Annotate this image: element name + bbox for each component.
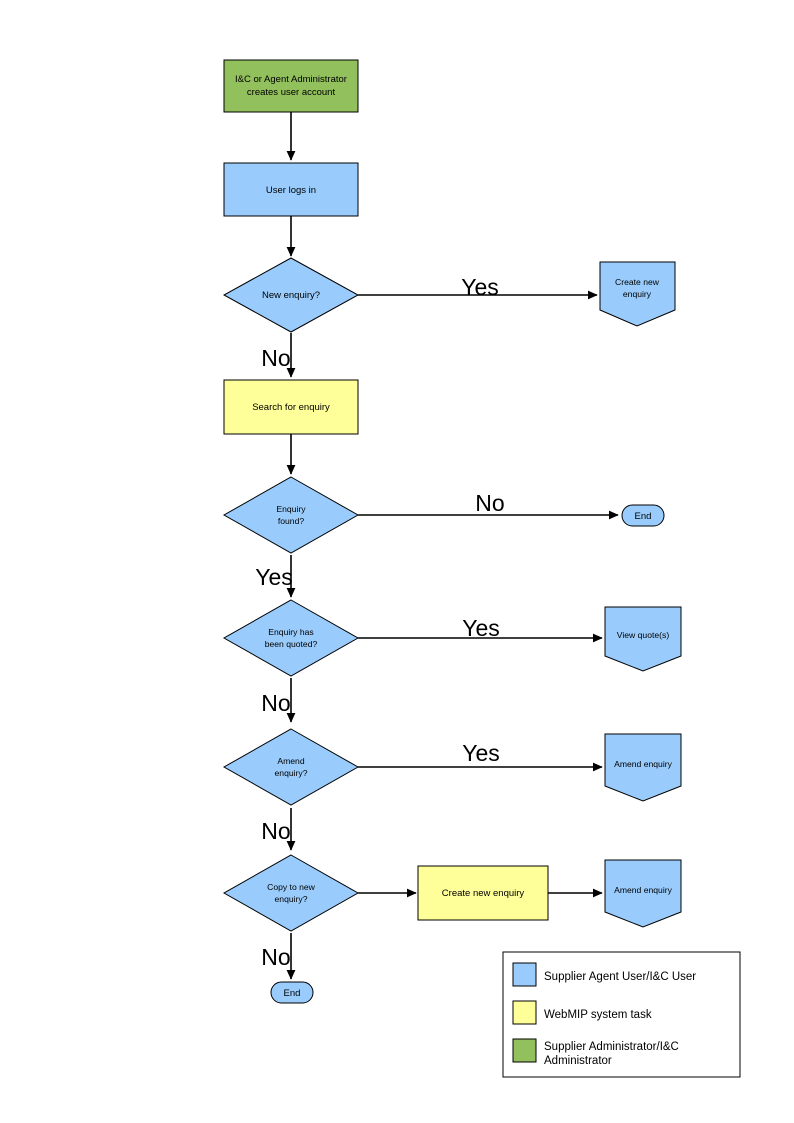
branch-label-quoted-no: No xyxy=(261,690,290,716)
legend-swatch-user-blue xyxy=(512,962,537,987)
view-quotes-pentagon[interactable] xyxy=(604,606,682,672)
node-amend-enquiry-doc2[interactable]: Amend enquiry xyxy=(604,859,682,928)
branch-labels: Yes No No Yes Yes No Yes No No xyxy=(255,274,504,970)
node-search-for-enquiry[interactable]: Search for enquiry xyxy=(223,379,359,435)
amend-enquiry-pentagon[interactable] xyxy=(604,733,682,802)
create-account-box[interactable] xyxy=(223,59,359,113)
legend-item-webmip-system-task: WebMIP system task xyxy=(512,1000,652,1025)
enquiry-quoted-label-line2: been quoted? xyxy=(265,639,318,649)
branch-label-quoted-yes: Yes xyxy=(462,615,500,641)
create-account-label-line2: creates user account xyxy=(247,87,336,98)
create-new-enquiry-task-label: Create new enquiry xyxy=(442,888,525,899)
legend-label-admin-green-line2: Administrator xyxy=(544,1055,612,1067)
legend-swatch-system-yellow xyxy=(512,1000,537,1025)
node-create-new-enquiry-doc[interactable]: Create new enquiry xyxy=(599,261,676,327)
legend: Supplier Agent User/I&C User WebMIP syst… xyxy=(502,951,741,1078)
connectors xyxy=(286,112,619,980)
amend-enquiry-doc-label: Amend enquiry xyxy=(614,759,673,769)
legend-label-admin-green-line1: Supplier Administrator/I&C xyxy=(544,1041,679,1053)
amend-enquiry-label-line1: Amend xyxy=(277,756,304,766)
new-enquiry-label: New enquiry? xyxy=(262,290,320,301)
branch-label-found-yes: Yes xyxy=(255,564,293,590)
end-not-found-terminator[interactable] xyxy=(621,504,665,527)
user-logs-in-label: User logs in xyxy=(266,185,316,196)
node-enquiry-found-question[interactable]: Enquiry found? xyxy=(222,476,360,554)
node-copy-to-new-question[interactable]: Copy to new enquiry? xyxy=(222,854,360,932)
amend-enquiry-diamond[interactable] xyxy=(222,728,360,806)
branch-label-amend-no: No xyxy=(261,818,290,844)
enquiry-found-label-line1: Enquiry xyxy=(276,504,306,514)
enquiry-found-diamond[interactable] xyxy=(222,476,360,554)
create-account-label-line1: I&C or Agent Administrator xyxy=(235,74,347,85)
create-new-enquiry-label-line1: Create new xyxy=(615,277,660,287)
legend-item-supplier-administrator: Supplier Administrator/I&C Administrator xyxy=(512,1038,679,1067)
node-user-logs-in[interactable]: User logs in xyxy=(223,162,359,217)
copy-to-new-label-line2: enquiry? xyxy=(275,894,308,904)
node-create-new-enquiry-task[interactable]: Create new enquiry xyxy=(417,865,549,921)
node-new-enquiry-question[interactable]: New enquiry? xyxy=(222,257,360,333)
branch-label-new-enquiry-yes: Yes xyxy=(461,274,499,300)
copy-to-new-diamond[interactable] xyxy=(222,854,360,932)
end-not-found-label: End xyxy=(635,511,652,522)
user-logs-in-box[interactable] xyxy=(223,162,359,217)
search-for-enquiry-box[interactable] xyxy=(223,379,359,435)
legend-box xyxy=(502,951,741,1078)
enquiry-quoted-label-line1: Enquiry has xyxy=(268,627,313,637)
amend-enquiry-label-line2: enquiry? xyxy=(275,768,308,778)
branch-label-found-no: No xyxy=(475,490,504,516)
branch-label-amend-yes: Yes xyxy=(462,740,500,766)
enquiry-quoted-diamond[interactable] xyxy=(222,599,360,677)
create-new-enquiry-pentagon[interactable] xyxy=(599,261,676,327)
branch-label-copy-no: No xyxy=(261,944,290,970)
copy-to-new-label-line1: Copy to new xyxy=(267,882,316,892)
end-final-terminator[interactable] xyxy=(270,981,314,1004)
create-new-enquiry-label-line2: enquiry xyxy=(623,289,652,299)
enquiry-found-label-line2: found? xyxy=(278,516,305,526)
legend-label-user-blue: Supplier Agent User/I&C User xyxy=(544,971,696,983)
branch-label-new-enquiry-no: No xyxy=(261,345,290,371)
node-end-not-found[interactable]: End xyxy=(621,504,665,527)
new-enquiry-diamond[interactable] xyxy=(222,257,360,333)
amend-enquiry-pentagon-2[interactable] xyxy=(604,859,682,928)
end-final-label: End xyxy=(284,988,301,999)
node-end-final[interactable]: End xyxy=(270,981,314,1004)
search-for-enquiry-label: Search for enquiry xyxy=(252,402,330,413)
node-amend-enquiry-question[interactable]: Amend enquiry? xyxy=(222,728,360,806)
legend-label-system-yellow: WebMIP system task xyxy=(544,1009,652,1021)
node-amend-enquiry-doc[interactable]: Amend enquiry xyxy=(604,733,682,802)
legend-item-supplier-agent-user: Supplier Agent User/I&C User xyxy=(512,962,696,987)
node-create-account[interactable]: I&C or Agent Administrator creates user … xyxy=(223,59,359,113)
view-quotes-label: View quote(s) xyxy=(617,630,670,640)
node-view-quotes[interactable]: View quote(s) xyxy=(604,606,682,672)
create-new-enquiry-task-box[interactable] xyxy=(417,865,549,921)
node-enquiry-quoted-question[interactable]: Enquiry has been quoted? xyxy=(222,599,360,677)
amend-enquiry-doc2-label: Amend enquiry xyxy=(614,885,673,895)
legend-swatch-admin-green xyxy=(512,1038,537,1063)
